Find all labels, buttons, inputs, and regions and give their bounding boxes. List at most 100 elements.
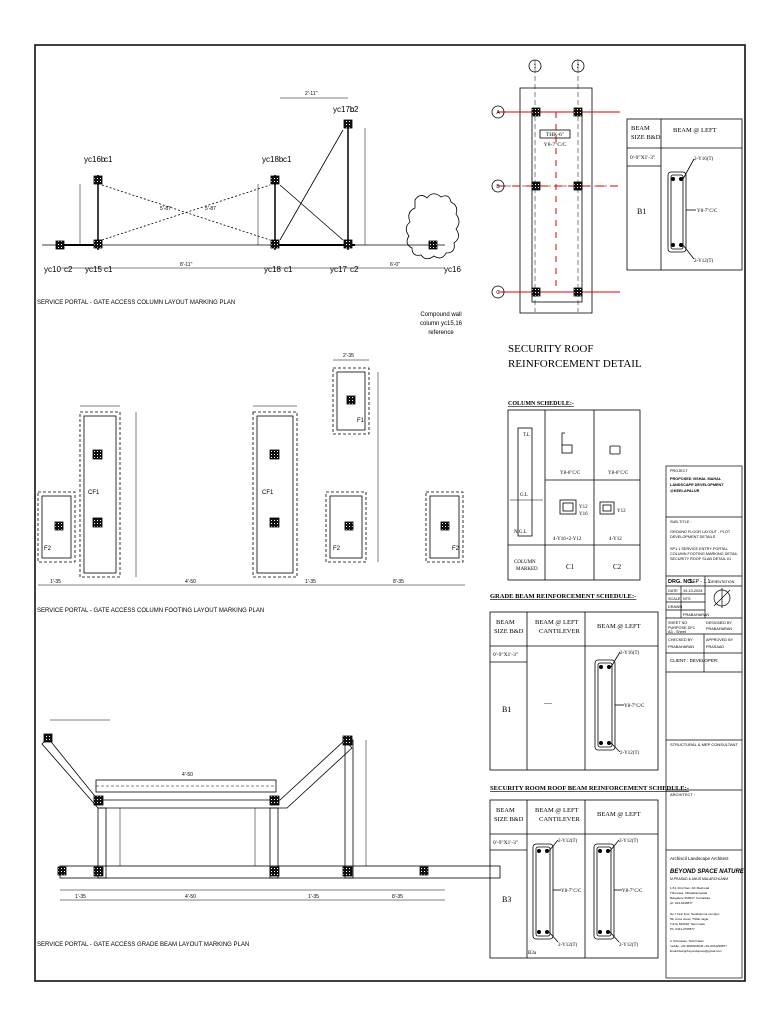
gb-size: 0'-9"X1'-3": [493, 652, 518, 658]
beam-top-stirrup: Y8-7"C/C: [697, 209, 718, 214]
gb-dim-1: 4'-50: [182, 772, 193, 778]
ft-dim-1: 1'-35: [50, 579, 61, 585]
rb-stirrup-b: Y8-7"C/C: [622, 889, 643, 894]
ft-dim-5: 2'-35: [343, 353, 354, 359]
tb-checked-v: PRABAHARAN: [668, 645, 694, 649]
rb-header-left: BEAM @ LEFT: [597, 811, 641, 818]
security-roof-detail: [491, 59, 620, 314]
ft-dim-4: 8'-35: [393, 579, 404, 585]
tb-approved-l: APPROVED BY: [706, 638, 734, 642]
roof-bubble-2: 2: [577, 64, 580, 70]
col-label-c2c: c2: [350, 265, 359, 274]
col-label-c2b: c2: [64, 265, 73, 274]
gb-dim-5: 8'-35: [392, 894, 403, 900]
tb-drg-label: DRG. NO.: [668, 579, 694, 585]
footing-f2-c: F2: [452, 546, 460, 552]
gb-header-left: BEAM @ LEFT: [597, 623, 641, 630]
colsched-c1-bars: 4-Y16+2-Y12: [553, 537, 582, 542]
gb-name: B1: [502, 705, 511, 714]
tb-architect: ARCHITECT :: [670, 792, 695, 797]
tb-consultant: STRUCTURAL & MEP CONSULTANT: [670, 742, 738, 747]
col-label-yc15: yc15: [85, 265, 102, 274]
column-layout-plan: [42, 97, 460, 269]
col-label-yc16b: yc16b: [84, 155, 106, 164]
dim-text-2: 2'-11": [305, 91, 318, 97]
footing-layout-title: SERVICE PORTAL - GATE ACCESS COLUMN FOOT…: [37, 608, 264, 614]
tb-size-l: A3 - Sheet: [668, 630, 687, 634]
sheet-border: [34, 44, 746, 982]
beam-top-name: B1: [637, 207, 646, 216]
gb-dim-4: 1'-35: [308, 894, 319, 900]
roof-beam-table: [489, 799, 659, 959]
roof-bubble-1: 1: [534, 64, 537, 70]
col-label-yc18b: yc18b: [262, 155, 284, 164]
gb-dim-2: 1'-35: [75, 894, 86, 900]
col-label-yc17b: yc17b: [333, 105, 355, 114]
beam-top-size: 0'-9"X1'-3": [630, 155, 655, 161]
tb-drg-no: SEP - 1.1: [689, 579, 711, 585]
footing-layout-plan: [37, 359, 465, 586]
footing-f1: F1: [357, 418, 365, 424]
tb-checked-l: CHECKED BY: [668, 638, 693, 642]
gb-cant: ....: [544, 697, 552, 706]
tb-project-h: PROJECT: [670, 469, 688, 473]
tb-landscape: Archiscil Landscape Architect: [670, 856, 729, 861]
beam-table-top: [626, 118, 743, 271]
rb-bar-top-a: 2-Y12(T): [558, 839, 577, 844]
roof-title-2: REINFORCEMENT DETAIL: [508, 358, 642, 370]
column-schedule-table: [507, 409, 641, 581]
tb-client: CLIENT : DEVELOPER:: [670, 658, 718, 663]
rb-bar-bot-b: 2-Y12(T): [619, 943, 638, 948]
tb-sheet-l: SHEET NO: [668, 621, 687, 625]
tb-date-l: DATE: [668, 589, 678, 593]
tb-date-v: 19-10-2024: [683, 589, 702, 593]
col-label-c1d: c1: [284, 265, 293, 274]
col-label-yc18: yc18: [264, 265, 281, 274]
dim-text-diag2: 5'-87: [205, 206, 216, 212]
col-label-yc16: yc16: [444, 265, 461, 274]
col-label-c1b: c1: [283, 155, 292, 164]
tb-designed-l: DESIGNED BY: [706, 621, 732, 625]
tb-approved-v: PRASAAD: [706, 645, 724, 649]
colsched-ngl: N.G.L: [514, 530, 527, 535]
col-label-c1c: c1: [104, 265, 113, 274]
column-layout-title: SERVICE PORTAL - GATE ACCESS COLUMN LAYO…: [37, 300, 235, 306]
tb-drawn-l: DRAWN: [668, 605, 682, 609]
footing-f2-b: F2: [333, 546, 341, 552]
colsched-c1-tie: Y8-6"C/C: [560, 471, 581, 476]
col-label-c1a: c1: [104, 155, 113, 164]
column-schedule-title: COLUMN SCHEDULE:-: [508, 401, 574, 407]
grade-beam-schedule-title: GRADE BEAM REINFORCEMENT SCHEDULE:-: [490, 593, 636, 600]
colsched-tl: T.L: [523, 433, 530, 438]
dim-text-1: 8'-11": [180, 262, 193, 268]
tb-firm: BEYOND SPACE NATURE: [670, 869, 745, 875]
footing-f2-a: F2: [44, 546, 52, 552]
colsched-c2-tie: Y8-6"C/C: [608, 471, 629, 476]
grade-beam-plan: [41, 719, 501, 901]
colsched-c2-note: Y12: [617, 509, 626, 514]
colsched-c1: C1: [566, 563, 575, 571]
col-label-c2a: c2: [350, 105, 359, 114]
grade-beam-table: [489, 611, 659, 771]
colsched-c2-bars: 4-Y12: [609, 537, 622, 542]
dim-text-3: 6'-0": [390, 262, 400, 268]
ft-dim-2: 4'-50: [185, 579, 196, 585]
gb-bar-bot: 2-Y12(T): [620, 751, 639, 756]
rb-name: B3: [502, 895, 511, 904]
roof-title-1: SECURITY ROOF: [508, 343, 593, 355]
roof-thk-tag: THK-6": [546, 132, 564, 138]
dim-text-diag1: 5'-87: [160, 206, 171, 212]
tb-drawn-v: PRABAHARAN: [683, 613, 709, 617]
